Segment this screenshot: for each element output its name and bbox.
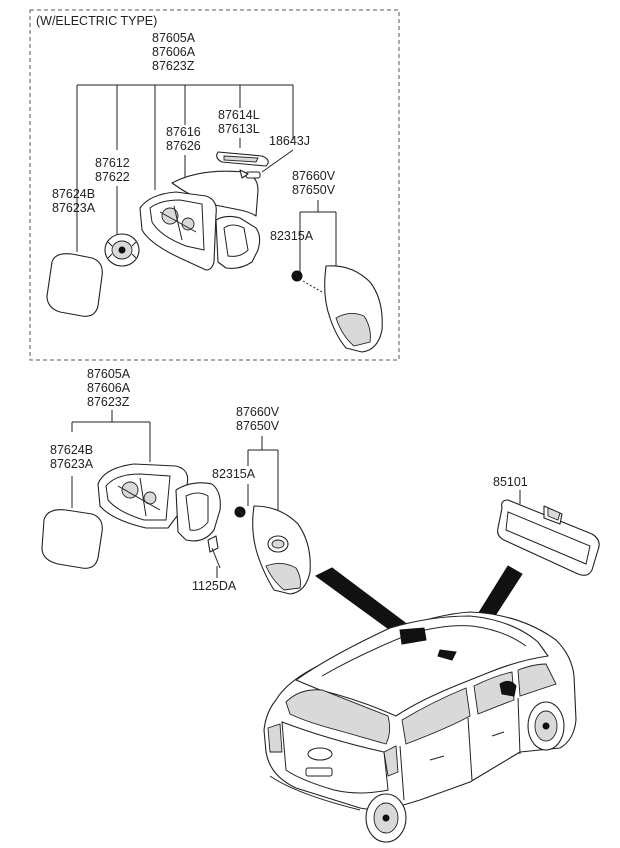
svg-text:87623A: 87623A [50, 457, 94, 471]
label-housing: 87616 87626 [166, 125, 201, 153]
inside-rear-mirror [497, 499, 600, 576]
svg-text:87606A: 87606A [87, 381, 131, 395]
svg-text:87623Z: 87623Z [87, 395, 130, 409]
label-side-repeater: 87614L 87613L [218, 108, 260, 136]
svg-text:87623Z: 87623Z [152, 59, 195, 73]
label-mirror-assy-manual: 87605A 87606A 87623Z [87, 367, 131, 409]
leader-lines-manual-assy [71, 410, 151, 508]
svg-text:87622: 87622 [95, 170, 130, 184]
side-repeater-lamp [216, 151, 269, 167]
car-hatchback [263, 611, 577, 843]
bulb-icon [239, 169, 261, 179]
svg-text:87624B: 87624B [52, 187, 95, 201]
actuator-motor [104, 233, 140, 267]
svg-text:87624B: 87624B [50, 443, 93, 457]
svg-text:87605A: 87605A [152, 31, 196, 45]
label-mirror-glass-electric: 87624B 87623A [52, 187, 96, 215]
label-mirror-assy-electric: 87605A 87606A 87623Z [152, 31, 196, 73]
mirror-cover-electric [324, 265, 383, 353]
mirror-housing-electric [139, 170, 261, 271]
label-mirror-glass-manual: 87624B 87623A [50, 443, 94, 471]
svg-text:87623A: 87623A [52, 201, 96, 215]
leader-lines-electric-assy [76, 84, 294, 252]
svg-text:87606A: 87606A [152, 45, 196, 59]
svg-text:87605A: 87605A [87, 367, 131, 381]
front-wheel [527, 701, 565, 751]
label-bulb: 18643J [269, 134, 310, 148]
leader-cover-manual [247, 436, 279, 512]
svg-text:87650V: 87650V [236, 419, 280, 433]
svg-text:87616: 87616 [166, 125, 201, 139]
leader-cover-electric [299, 200, 337, 272]
svg-text:87650V: 87650V [292, 183, 336, 197]
mirror-housing-manual [97, 463, 221, 542]
bolt-1125da [207, 535, 221, 569]
svg-text:87626: 87626 [166, 139, 201, 153]
label-cover-electric: 87660V 87650V [292, 169, 336, 197]
label-actuator: 87612 87622 [95, 156, 130, 184]
svg-text:87660V: 87660V [292, 169, 336, 183]
label-screw-electric: 82315A [270, 229, 314, 243]
screw-electric [291, 270, 303, 282]
electric-group-box [29, 9, 400, 361]
label-screw-manual: 82315A [212, 467, 256, 481]
mirror-cover-manual [252, 505, 311, 595]
group-title: (W/ELECTRIC TYPE) [36, 14, 157, 28]
label-inside-mirror: 85101 [493, 475, 528, 489]
svg-text:87612: 87612 [95, 156, 130, 170]
svg-text:87660V: 87660V [236, 405, 280, 419]
mirror-glass-manual [41, 509, 103, 569]
svg-text:87614L: 87614L [218, 108, 260, 122]
mirror-glass-electric [46, 253, 103, 317]
rear-wheel [365, 793, 407, 843]
screw-manual [234, 506, 246, 518]
svg-text:87613L: 87613L [218, 122, 260, 136]
label-bolt: 1125DA [192, 579, 237, 593]
label-cover-manual: 87660V 87650V [236, 405, 280, 433]
